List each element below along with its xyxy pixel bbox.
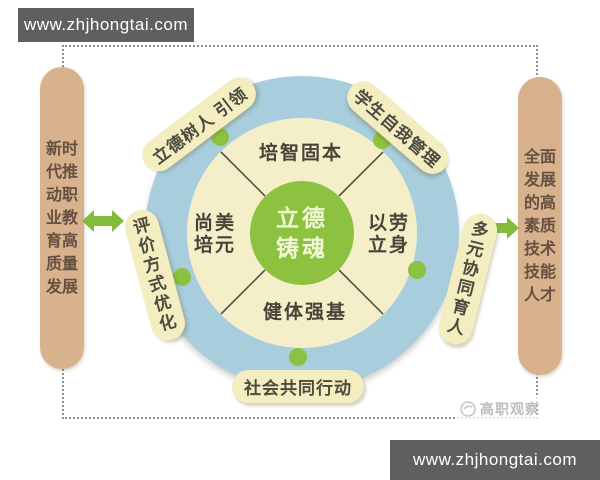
quadrant-label-top: 培智固本 xyxy=(258,143,343,164)
divider-line xyxy=(338,269,384,315)
watermark-top: www.zhjhongtai.com xyxy=(18,8,194,42)
core-line-1: 立德 xyxy=(276,205,328,231)
connector-dot-right xyxy=(408,261,426,279)
quadrant-label-left: 尚美 培元 xyxy=(175,213,255,257)
publisher-logo: 高职观察 xyxy=(455,396,544,422)
goal-bar-right: 全面发展的高素质技术技能人才 xyxy=(518,77,562,375)
publisher-logo-text: 高职观察 xyxy=(480,401,540,417)
publisher-logo-icon xyxy=(460,401,476,417)
quadrant-label-right-line2: 立身 xyxy=(367,235,410,256)
connector-dot-left xyxy=(173,268,191,286)
quadrant-label-bottom: 健体强基 xyxy=(262,302,347,323)
quadrant-label-right: 以劳 立身 xyxy=(349,213,429,257)
goal-bar-right-label: 全面发展的高素质技术技能人才 xyxy=(523,148,556,304)
core-circle: 立德 铸魂 xyxy=(250,181,354,285)
watermark-text: www.zhjhongtai.com xyxy=(24,15,188,34)
divider-line xyxy=(220,151,266,197)
divider-line xyxy=(220,269,266,315)
core-line-2: 铸魂 xyxy=(276,235,328,261)
divider-line xyxy=(338,151,384,197)
watermark-text: www.zhjhongtai.com xyxy=(413,450,577,469)
quadrant-label-right-line1: 以劳 xyxy=(367,213,410,234)
goal-bar-left: 新时代推动职业教育高质量发展 xyxy=(40,67,84,369)
quadrant-label-left-line2: 培元 xyxy=(193,235,236,256)
double-arrow-left-icon xyxy=(82,210,124,232)
quadrant-label-left-line1: 尚美 xyxy=(193,213,236,234)
goal-bar-left-label: 新时代推动职业教育高质量发展 xyxy=(45,140,78,296)
watermark-bottom: www.zhjhongtai.com xyxy=(390,440,600,480)
connector-dot-bottom xyxy=(289,348,307,366)
pill-social-joint-action: 社会共同行动 xyxy=(232,370,364,403)
